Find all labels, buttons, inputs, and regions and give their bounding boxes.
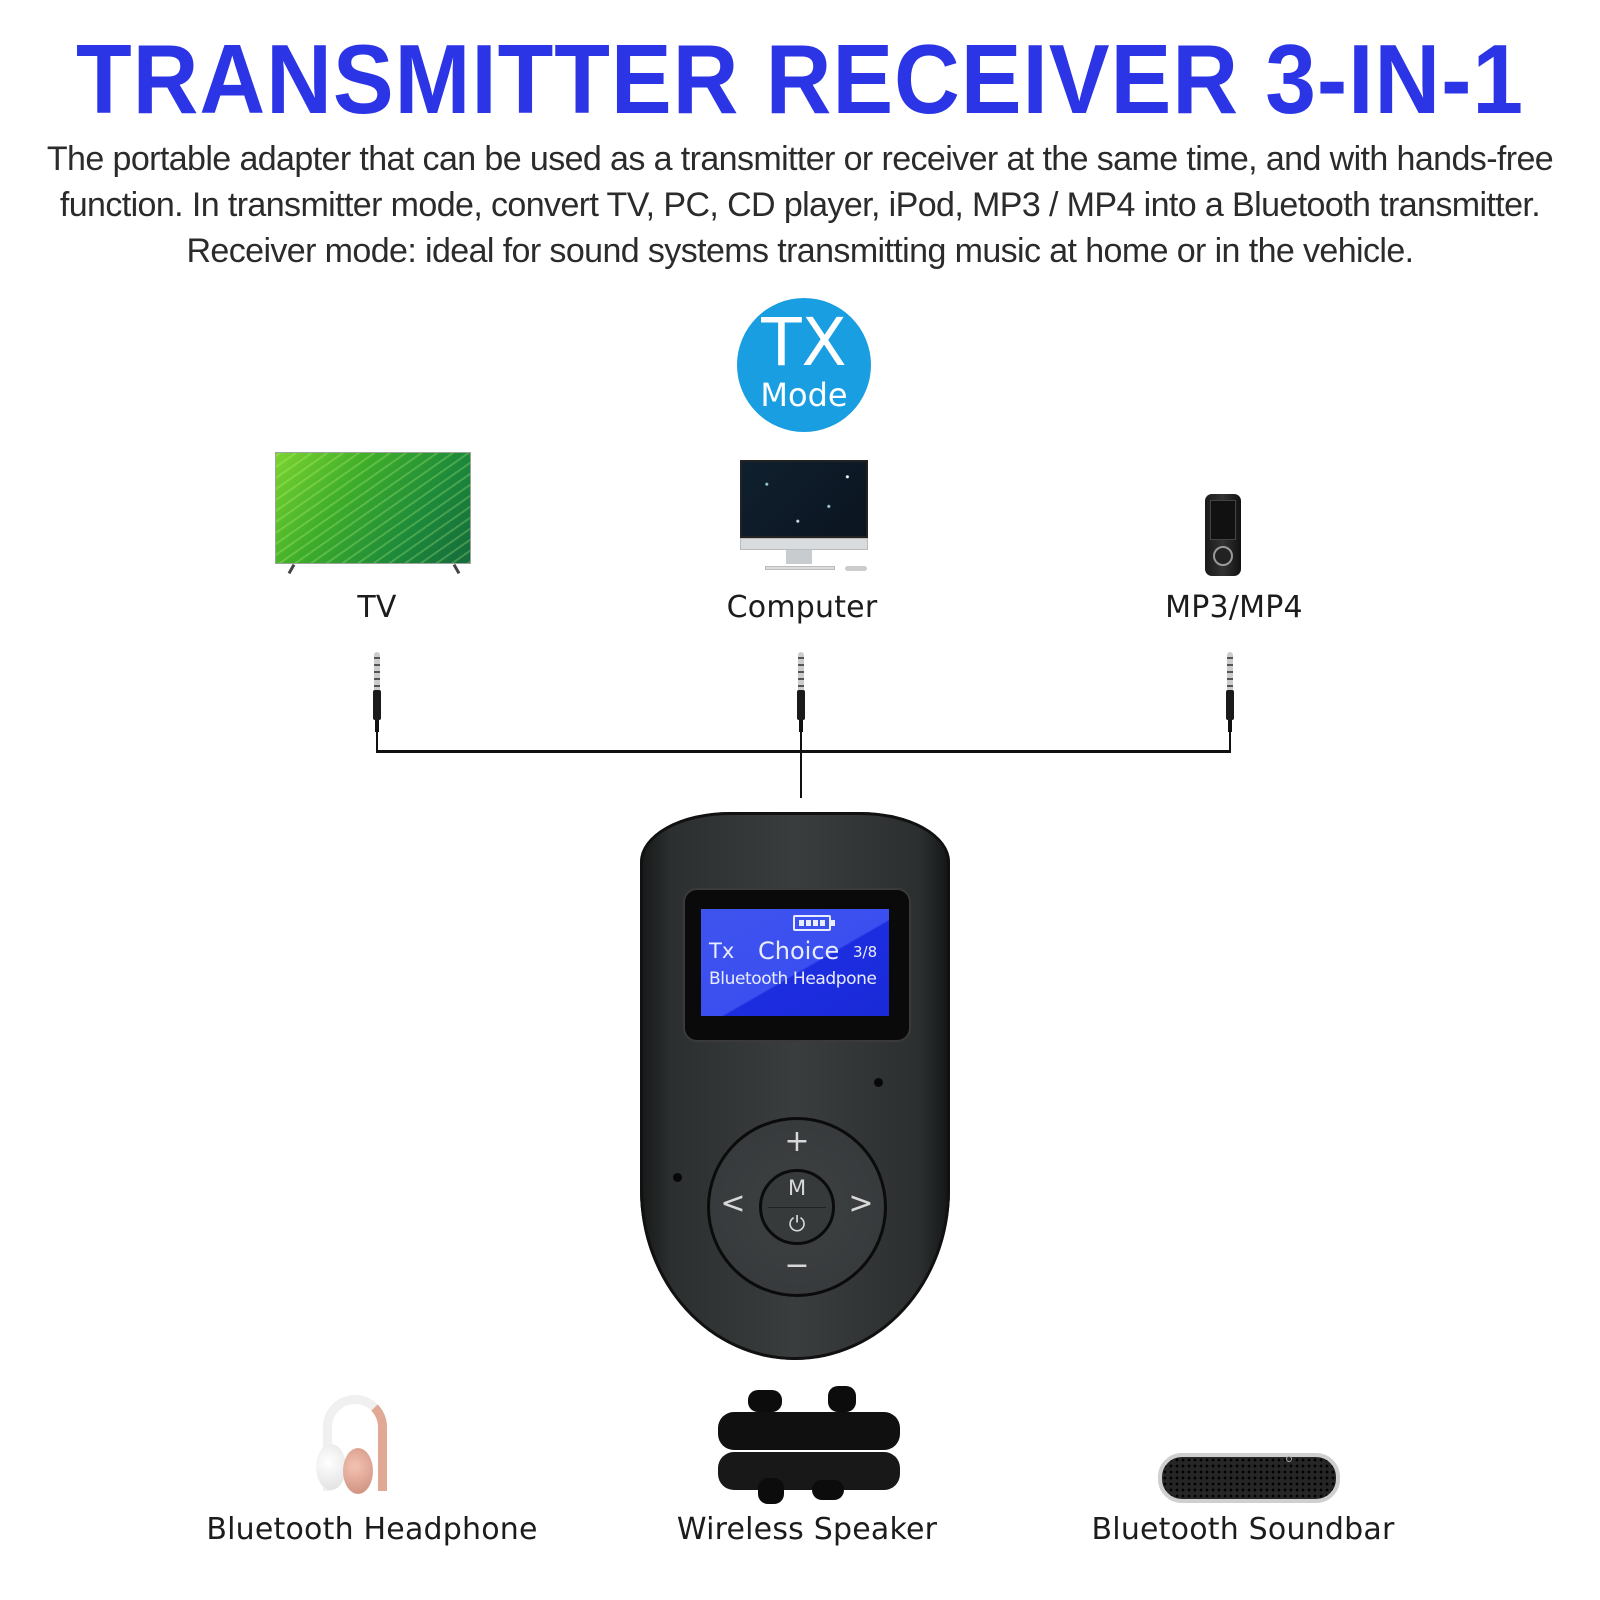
headline-title: TRANSMITTER RECEIVER 3-IN-1 <box>75 24 1525 134</box>
power-icon[interactable]: ⏻ <box>788 1212 806 1236</box>
volume-down-button[interactable]: − <box>784 1248 810 1283</box>
tx-mode-badge: TX Mode <box>737 298 871 432</box>
source-label-mp3: MP3/MP4 <box>1165 590 1303 625</box>
cable-line <box>376 750 1231 753</box>
next-button[interactable]: > <box>848 1186 874 1221</box>
lcd-mode: Tx <box>709 939 735 963</box>
mode-badge-label: Mode <box>760 376 848 414</box>
tv-stand-right <box>452 563 461 575</box>
mouse-icon <box>845 566 867 571</box>
cable-line <box>800 730 802 798</box>
mp3-click-wheel <box>1213 546 1233 566</box>
earbud-icon <box>748 1390 782 1412</box>
earbud-icon <box>758 1478 784 1504</box>
headphone-cup-right <box>343 1448 373 1494</box>
cable-line <box>1229 730 1231 752</box>
earbud-icon <box>828 1386 856 1412</box>
description-line-2: function. In transmitter mode, convert T… <box>59 186 1541 224</box>
description: The portable adapter that can be used as… <box>0 136 1600 274</box>
lcd-screen: Tx Choice 3/8 Bluetooth Headpone <box>701 909 889 1016</box>
lcd-title: Choice <box>758 937 840 965</box>
headphone-icon <box>323 1395 387 1491</box>
tx-badge-label: TX <box>761 304 847 381</box>
sink-label-speaker: Wireless Speaker <box>676 1512 938 1547</box>
sink-label-soundbar: Bluetooth Soundbar <box>1091 1512 1395 1547</box>
center-button[interactable] <box>759 1169 835 1245</box>
keyboard-icon <box>765 566 835 570</box>
tv-stand-left <box>287 563 296 575</box>
volume-up-button[interactable]: + <box>784 1124 810 1159</box>
speaker-base <box>718 1452 900 1490</box>
tv-icon <box>275 452 471 564</box>
microphone-hole <box>874 1078 883 1087</box>
soundbar-power-button <box>1286 1456 1292 1462</box>
lcd-count: 3/8 <box>853 943 878 961</box>
description-line-1: The portable adapter that can be used as… <box>46 140 1554 178</box>
computer-chin <box>740 538 868 550</box>
headphone-cup-left <box>316 1444 346 1490</box>
source-label-computer: Computer <box>726 590 878 625</box>
previous-button[interactable]: < <box>720 1186 746 1221</box>
sink-label-headphone: Bluetooth Headphone <box>206 1512 538 1547</box>
desktop-computer-icon <box>740 460 868 538</box>
computer-stand <box>786 550 812 564</box>
wireless-earbuds-speaker-icon <box>718 1412 900 1450</box>
indicator-hole <box>673 1173 682 1182</box>
soundbar-icon <box>1158 1453 1340 1503</box>
mp3-screen <box>1210 500 1236 540</box>
source-label-tv: TV <box>357 590 397 625</box>
battery-full-icon <box>793 915 835 931</box>
description-line-3: Receiver mode: ideal for sound systems t… <box>186 232 1414 270</box>
cable-line <box>376 730 378 752</box>
earbud-icon <box>812 1480 844 1500</box>
lcd-device-name: Bluetooth Headpone <box>709 969 877 989</box>
mode-button[interactable]: M <box>787 1176 807 1200</box>
